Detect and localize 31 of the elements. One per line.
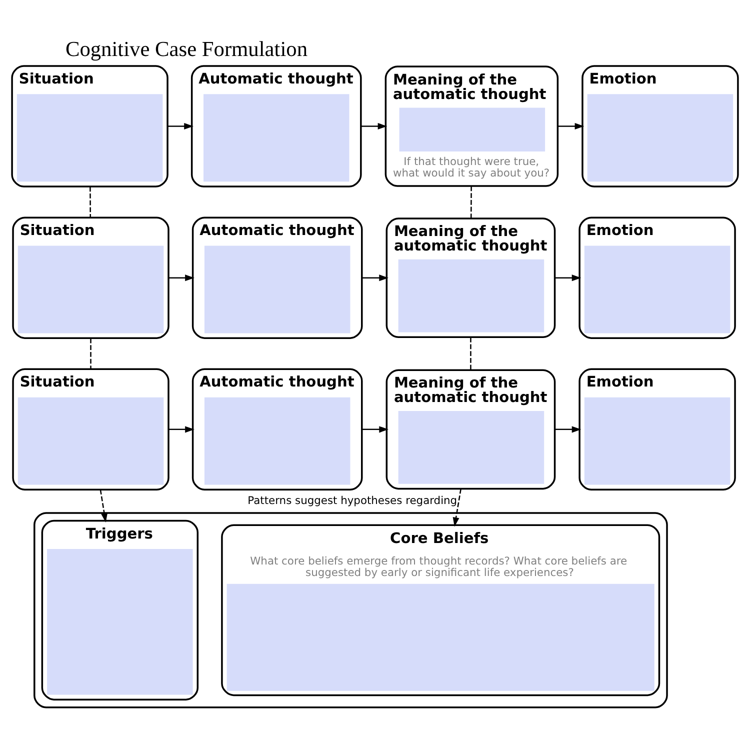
diagram-title: Cognitive Case Formulation <box>65 36 308 61</box>
node-box: Core Beliefs What core beliefs emerge from thought records? What core beliefs are suggested by early or significant life experiences? <box>221 524 660 696</box>
node-box: Meaning of the automatic thought <box>386 369 556 490</box>
arrow <box>168 426 194 433</box>
connector <box>90 338 92 370</box>
node-box: Automatic thought <box>192 368 363 491</box>
arrow <box>361 122 388 130</box>
node-box: Emotion <box>582 65 739 188</box>
node-box: Situation <box>11 65 168 188</box>
edge-label: Patterns suggest hypotheses regarding <box>248 494 458 507</box>
node-box: Automatic thought <box>190 65 362 188</box>
node-box: Emotion <box>578 216 736 339</box>
connector <box>90 186 91 218</box>
arrow <box>452 488 462 527</box>
connector <box>470 186 472 218</box>
node-box: Automatic thought <box>192 216 363 339</box>
connector <box>470 338 472 370</box>
node-box: Situation <box>12 368 170 491</box>
arrow <box>362 274 388 282</box>
node-box: Triggers <box>41 520 199 700</box>
node-box: Meaning of the automatic thought <box>386 218 556 338</box>
arrow <box>168 122 194 130</box>
node-box: Meaning of the automatic thought If that thought were true, what would it say about you? <box>384 66 559 187</box>
arrow <box>168 274 194 282</box>
arrow <box>100 490 108 523</box>
arrow <box>554 426 582 433</box>
arrow <box>554 274 582 282</box>
node-box: Situation <box>12 216 170 339</box>
node-box: Emotion <box>578 368 736 491</box>
arrow <box>362 426 388 433</box>
arrow <box>558 122 584 130</box>
